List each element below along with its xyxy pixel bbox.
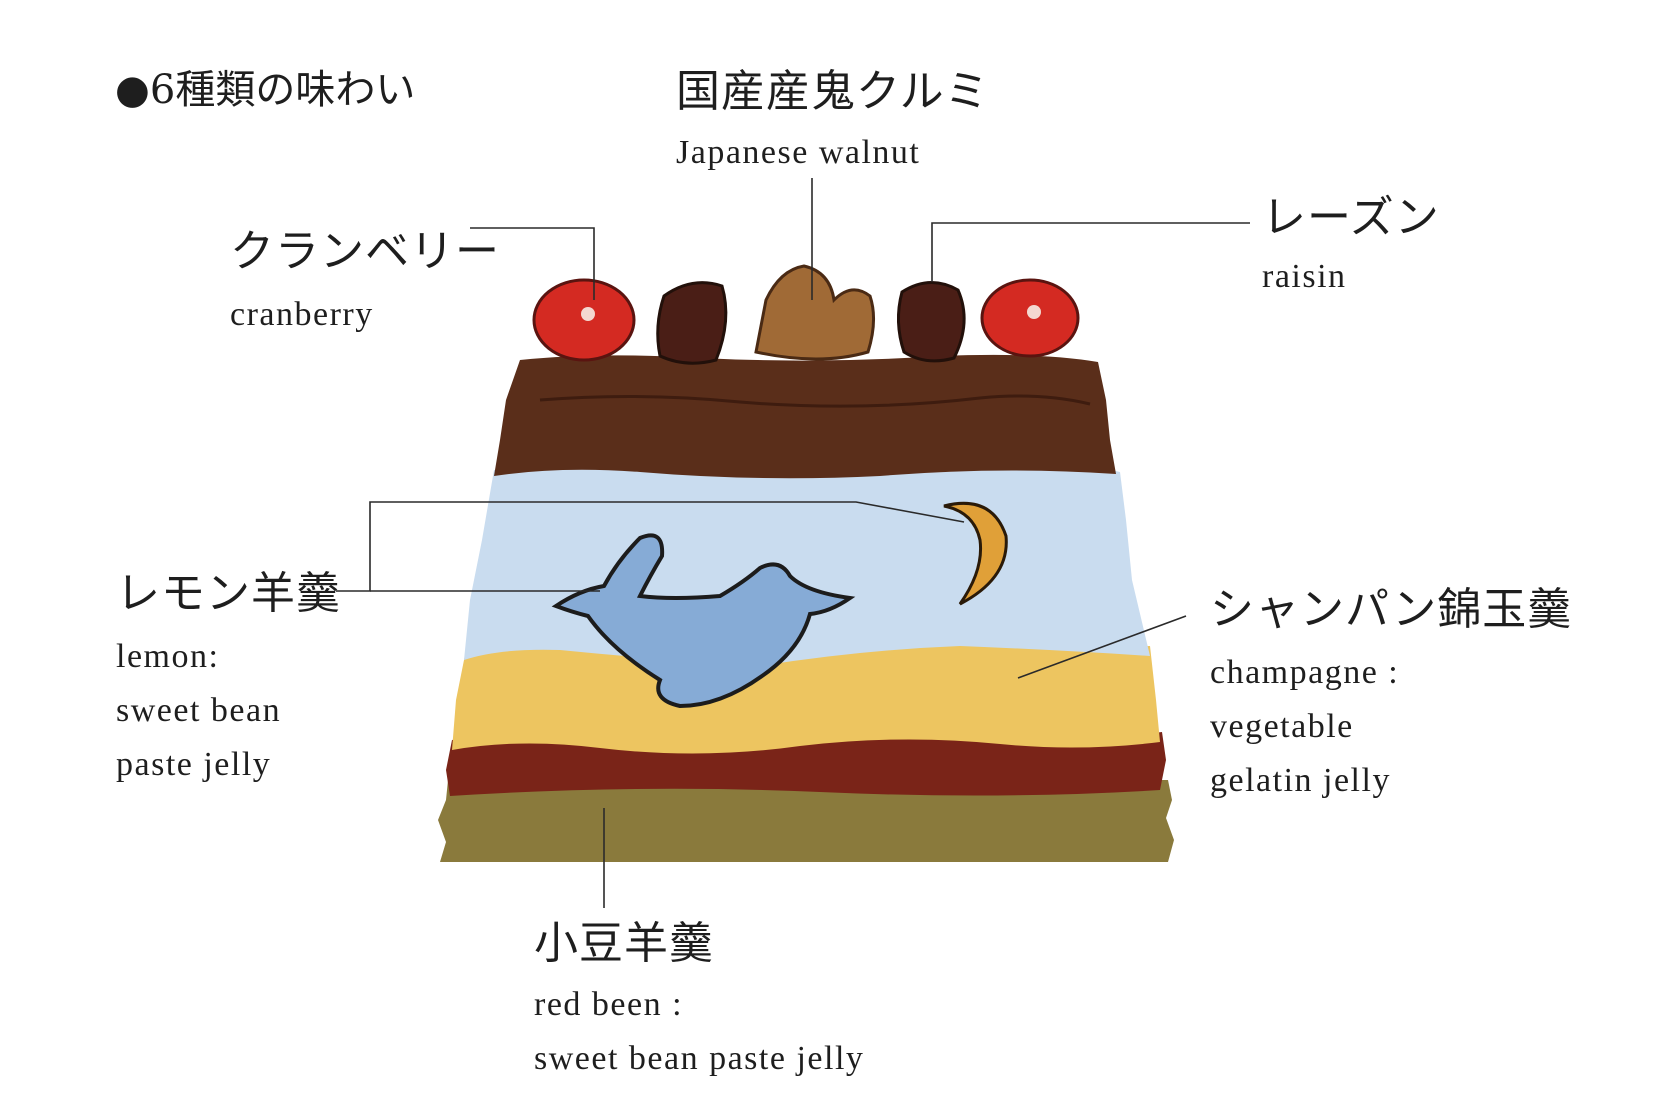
cranberry-right <box>980 278 1080 358</box>
redbean-label-en-2: sweet bean paste jelly <box>534 1040 865 1077</box>
bullet-icon: ● <box>115 67 150 113</box>
champagne-label-en-1: champagne : <box>1210 654 1400 691</box>
walnut <box>754 264 875 361</box>
leader-lines <box>336 178 1250 908</box>
lemon-label-jp: レモン羊羹 <box>116 568 341 619</box>
leader-cranberry <box>470 227 595 300</box>
raisin-label-jp: レーズン <box>1262 192 1440 243</box>
sky-layer <box>464 465 1150 666</box>
lemon-label-en-3: paste jelly <box>116 746 272 783</box>
leader-champagne <box>1017 615 1187 679</box>
champagne-layer <box>452 641 1160 754</box>
lemon-label-en-1: lemon: <box>116 638 220 675</box>
cranberry-left-highlight <box>581 307 595 321</box>
moon <box>943 501 1008 606</box>
champagne-label-en-2: vegetable <box>1210 708 1354 745</box>
raisin-left <box>656 281 728 365</box>
raisin-right <box>897 281 966 363</box>
walnut-label-en: Japanese walnut <box>676 134 921 171</box>
leader-raisin <box>931 222 1250 282</box>
bird <box>551 533 856 709</box>
base-layer <box>438 780 1174 862</box>
heading-text: 6種類の味わい <box>149 67 416 113</box>
cranberry-right-highlight <box>1027 305 1041 319</box>
lemon-label-en-2: sweet bean <box>116 692 282 729</box>
redbean-label-en-1: red been : <box>534 986 684 1023</box>
section-heading: ●6種類の味わい <box>115 70 415 110</box>
raisin-label-en: raisin <box>1262 258 1347 295</box>
cranberry-left <box>532 278 636 362</box>
leader-lemon-1 <box>336 501 965 592</box>
cranberry-label-en: cranberry <box>230 296 374 333</box>
chocolate-layer <box>494 354 1116 479</box>
redbean-label-jp: 小豆羊羹 <box>534 918 714 969</box>
champagne-label-jp: シャンパン錦玉羹 <box>1210 584 1573 635</box>
walnut-label-jp: 国産産鬼クルミ <box>676 66 990 117</box>
chocolate-texture <box>539 394 1091 408</box>
cranberry-label-jp: クランベリー <box>230 226 500 277</box>
champagne-label-en-3: gelatin jelly <box>1210 762 1391 799</box>
